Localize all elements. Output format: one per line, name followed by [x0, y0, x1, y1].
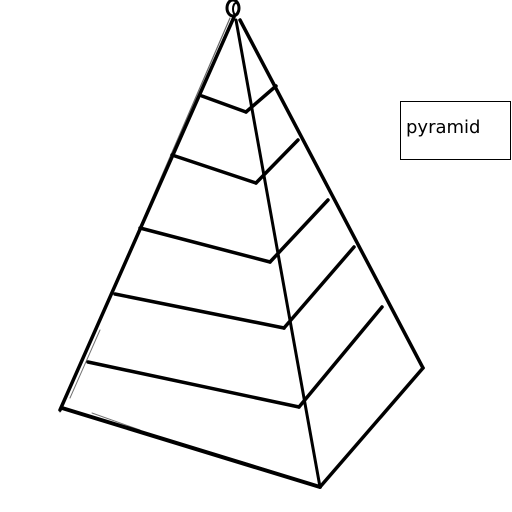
- hanging-loop: [225, 0, 241, 18]
- layer-lines-right: [244, 84, 384, 409]
- layer-lines-left: [86, 94, 301, 409]
- label-text: pyramid: [406, 117, 481, 138]
- pyramid-edges: [58, 15, 425, 489]
- sketch-texture: [69, 329, 416, 483]
- label-box: pyramid: [400, 101, 511, 160]
